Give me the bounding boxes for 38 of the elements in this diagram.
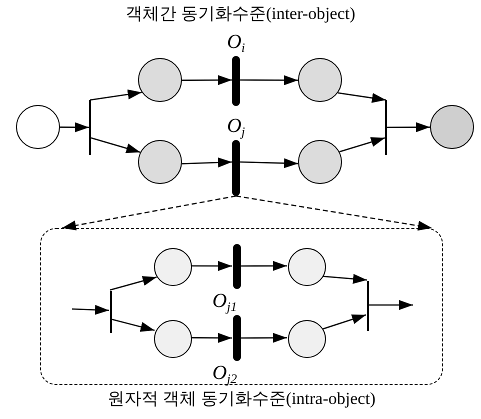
arrow: [110, 276, 157, 291]
arrow: [191, 260, 232, 271]
arrow: [191, 332, 232, 343]
arrow: [60, 122, 89, 132]
place-circle: [154, 248, 192, 286]
place-circle: [154, 320, 192, 358]
bar-label: O$_{j2}$: [212, 363, 237, 388]
arrow: [90, 137, 140, 154]
place-circle: [288, 320, 326, 358]
place-circle: [16, 105, 60, 149]
bar-label: O$_{j1}$: [212, 291, 237, 316]
arrow: [182, 157, 232, 168]
place-circle: [288, 248, 326, 286]
place-circle: [298, 58, 342, 102]
arrow: [240, 158, 298, 168]
arrow: [90, 89, 142, 101]
arrow: [322, 314, 366, 330]
diagram-title: 객체간 동기화수준(inter-object): [124, 3, 356, 25]
place-circle: [138, 58, 182, 102]
frame-caption: 원자적 객체 동기화수준(intra-object): [106, 388, 377, 410]
arrow: [322, 274, 368, 284]
place-circle: [138, 140, 182, 184]
arrow: [110, 318, 155, 332]
arrow: [368, 300, 413, 310]
arrow: [72, 304, 110, 315]
place-circle: [298, 140, 342, 184]
arrow: [339, 137, 386, 152]
arrow: [236, 195, 432, 231]
arrow: [387, 122, 430, 132]
arrow: [240, 332, 287, 343]
arrow: [240, 260, 287, 271]
arrow: [240, 75, 298, 86]
arrow: [182, 75, 232, 86]
bar-label: O$_{i}$: [226, 32, 246, 57]
bar-label: O$_{j}$: [226, 116, 246, 141]
place-circle: [430, 105, 474, 149]
arrow: [62, 195, 236, 230]
arrow: [338, 92, 386, 103]
